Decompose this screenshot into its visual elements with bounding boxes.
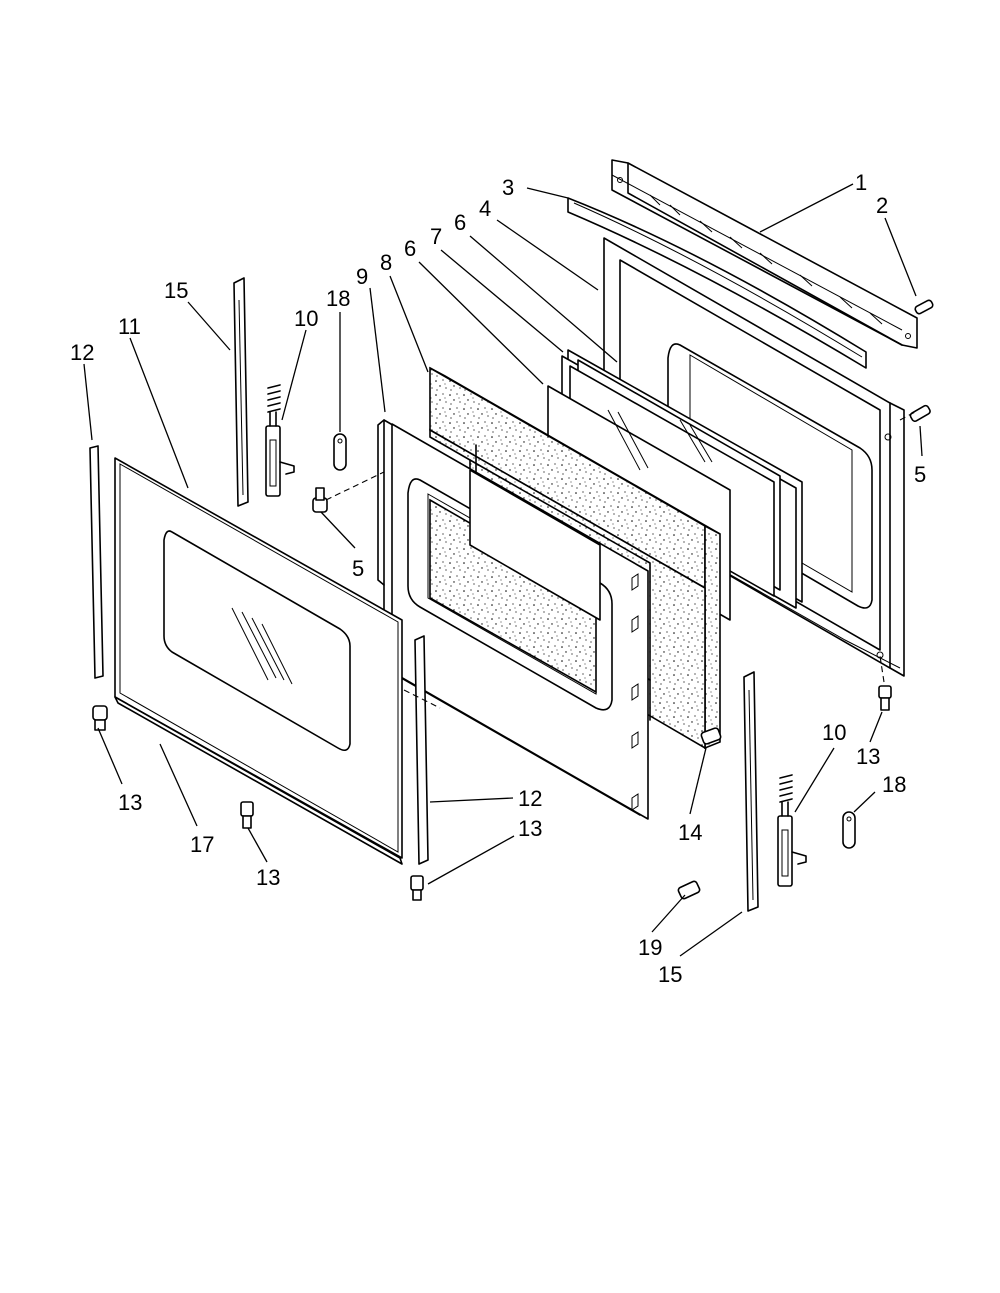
pin-part-18-right [842, 811, 856, 849]
screw-part-14 [700, 727, 722, 745]
callout-10-left: 10 [294, 306, 318, 331]
alignment-lines [325, 411, 916, 709]
callout-10-right: 10 [822, 720, 846, 745]
callout-1: 1 [855, 170, 867, 195]
door-frame-part-9 [377, 419, 649, 820]
callout-7: 7 [430, 224, 442, 249]
callout-15-left: 15 [164, 278, 188, 303]
handle-part-3 [567, 197, 867, 369]
hinge-receiver-part-15-right [743, 671, 759, 912]
hinge-part-10-right [777, 774, 807, 887]
screw-part-13-bottom [240, 801, 254, 829]
callout-13-bottom: 13 [256, 865, 280, 890]
callout-6-b: 6 [404, 236, 416, 261]
callout-13-center: 13 [518, 816, 542, 841]
leader-lines [83, 183, 923, 957]
screw-part-13-center [410, 875, 424, 901]
callout-12-right: 12 [518, 786, 542, 811]
hinge-receiver-part-15-left [233, 277, 249, 507]
callout-5-right: 5 [914, 462, 926, 487]
callout-17: 17 [190, 832, 214, 857]
screw-part-5-left [312, 487, 328, 513]
screw-part-2 [914, 299, 934, 315]
callout-15-right: 15 [658, 962, 682, 987]
callout-labels: 1 2 3 4 5 6 7 6 8 9 18 10 15 11 12 5 13 … [70, 170, 926, 987]
bottom-trim-part-17 [114, 696, 403, 865]
callout-6-a: 6 [454, 210, 466, 235]
callout-5-left: 5 [352, 556, 364, 581]
callout-3: 3 [502, 175, 514, 200]
side-trim-part-12-right [414, 635, 429, 865]
callout-18-right: 18 [882, 772, 906, 797]
screw-part-13-right [878, 685, 892, 711]
side-trim-part-12-left [89, 445, 104, 679]
callout-11: 11 [118, 314, 141, 339]
screw-part-13-left [92, 705, 108, 731]
callout-19: 19 [638, 935, 662, 960]
callout-9: 9 [356, 264, 368, 289]
pin-part-18-left [333, 433, 347, 471]
callout-4: 4 [479, 196, 491, 221]
screw-part-19 [677, 880, 701, 900]
hinge-part-10-left [265, 384, 295, 497]
callout-2: 2 [876, 193, 888, 218]
callout-18-left: 18 [326, 286, 350, 311]
screw-part-5-right [909, 404, 931, 423]
vent-trim-part-1 [611, 159, 918, 349]
callout-13-right: 13 [856, 744, 880, 769]
callout-13-left: 13 [118, 790, 142, 815]
callout-12-left: 12 [70, 340, 94, 365]
callout-8: 8 [380, 250, 392, 275]
callout-14: 14 [678, 820, 702, 845]
outer-door-glass-part-11 [114, 457, 403, 859]
